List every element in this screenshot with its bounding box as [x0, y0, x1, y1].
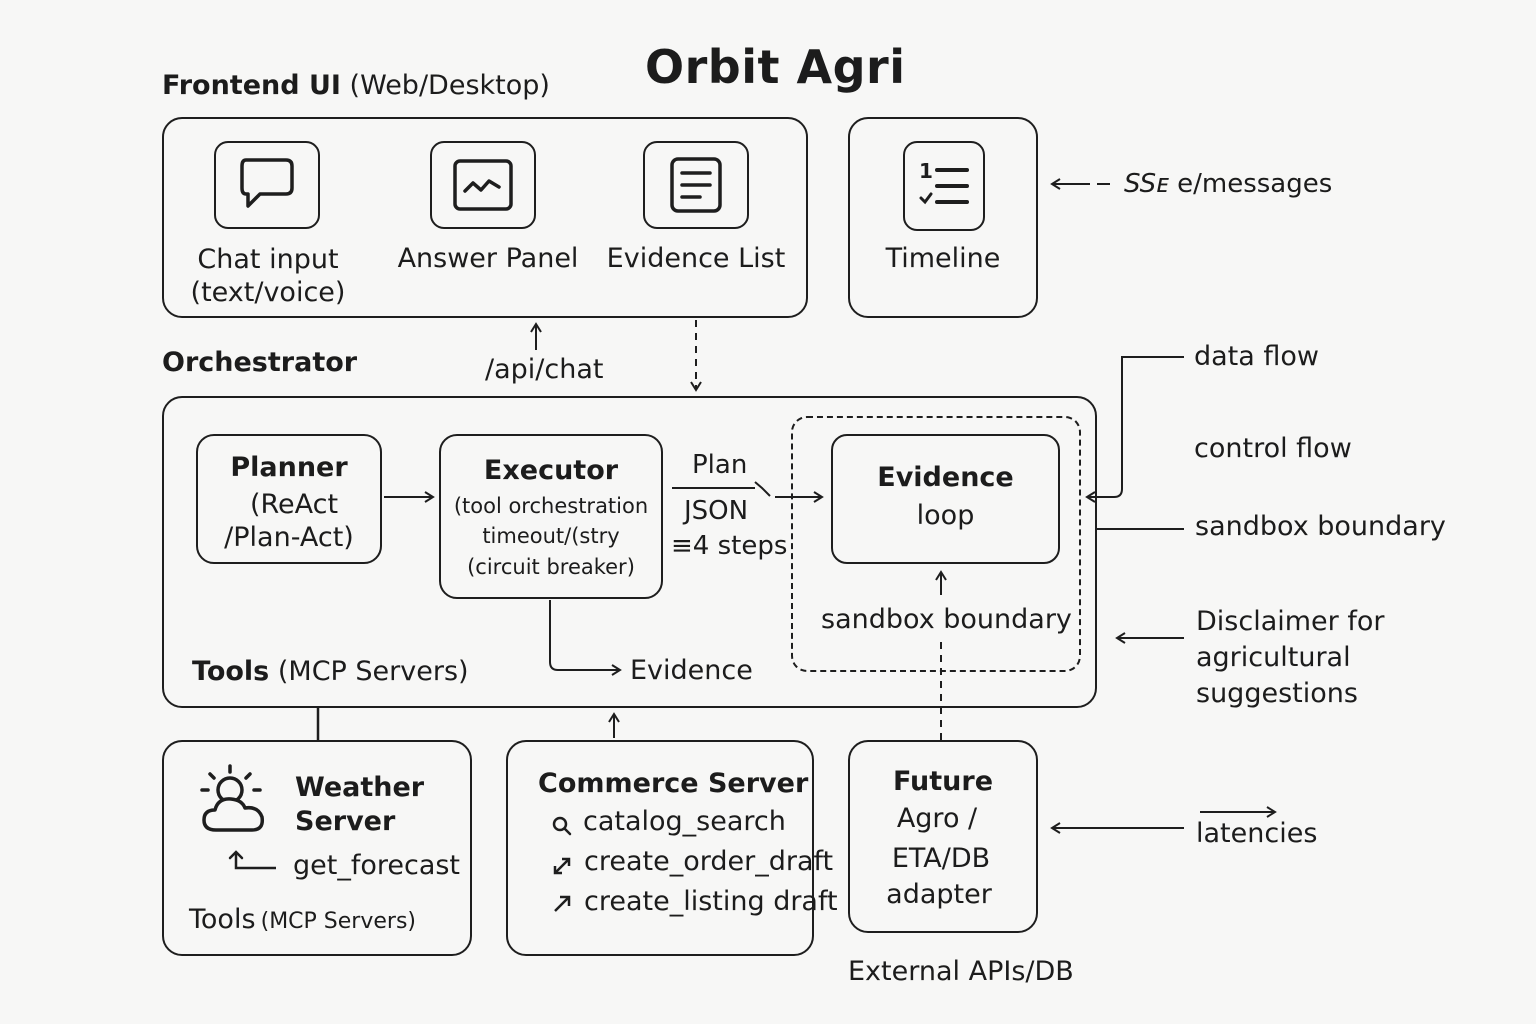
orchestrator-tools-label: Tools (MCP Servers): [192, 656, 469, 687]
steps-label: ≡4 steps: [671, 531, 788, 561]
diagonal-arrows-icon: [553, 857, 571, 875]
evidence-loop-title: Evidence: [877, 462, 1014, 493]
tools-rest: (MCP Servers): [277, 656, 469, 687]
commerce-server-box: [506, 740, 814, 956]
frontend-label-rest: (Web/Desktop): [349, 70, 550, 101]
timeline-box: [848, 117, 1038, 318]
legend-data-flow: data flow: [1194, 341, 1320, 372]
timeline-label: Timeline: [885, 243, 1001, 274]
weather-tools-bold: Tools: [189, 904, 256, 935]
future-adapter-box: [848, 740, 1038, 933]
plan-label: Plan: [692, 450, 748, 480]
planner-line2: /Plan-Act): [224, 522, 354, 553]
planner-title: Planner: [230, 452, 348, 483]
executor-line1: (tool orchestration: [453, 494, 649, 518]
frontend-section-label: Frontend UI (Web/Desktop): [162, 70, 550, 101]
sandbox-boundary-box: [791, 416, 1081, 672]
executor-line2: timeout/(stry: [482, 524, 620, 548]
return-arrow-icon: [228, 850, 276, 870]
svg-text:1: 1: [919, 159, 933, 183]
sse-suffix: e/messages: [1177, 169, 1333, 199]
evidence-loop-sub: loop: [916, 500, 975, 531]
data-flow-legend-line: [1085, 356, 1184, 503]
future-line2: ETA/DB: [891, 843, 991, 874]
tools-bold: Tools: [192, 656, 270, 687]
diagram-title: Orbit Agri: [645, 40, 906, 94]
planner-box: [196, 434, 382, 564]
weather-server-box: [162, 740, 472, 956]
evidence-loop-box: [831, 434, 1060, 564]
chat-input-tile: [214, 141, 320, 229]
evidence-list-label: Evidence List: [606, 243, 786, 274]
chart-line-icon: [453, 159, 513, 211]
search-icon: [552, 816, 572, 836]
weather-tools-rest: (MCP Servers): [260, 909, 416, 934]
evidence-list-tile: [643, 141, 749, 229]
json-label: JSON: [684, 496, 749, 526]
commerce-server-title: Commerce Server: [538, 768, 809, 799]
legend-sandbox-boundary: sandbox boundary: [1195, 511, 1446, 542]
legend-latencies: latencies: [1196, 818, 1318, 849]
planner-line1: (ReAct: [249, 489, 339, 520]
answer-panel-label: Answer Panel: [397, 243, 579, 274]
orchestrator-box: [162, 396, 1097, 708]
sse-messages-label: SSᴇ e/messages: [1124, 169, 1332, 199]
executor-box: [439, 434, 663, 599]
api-chat-label: /api/chat: [485, 354, 604, 385]
chat-input-label: Chat input (text/voice): [190, 244, 346, 308]
weather-tools-label: Tools (MCP Servers): [189, 904, 416, 935]
future-title: Future: [892, 766, 994, 797]
frontend-label-bold: Frontend UI: [162, 70, 341, 101]
answer-panel-tile: [430, 141, 536, 229]
chat-bubble-icon: [240, 158, 294, 208]
numbered-list-icon: 1: [919, 159, 969, 205]
sandbox-inner-label: sandbox boundary: [821, 604, 1072, 635]
timeline-tile: 1: [903, 141, 985, 231]
commerce-method-create-order-draft: create_order_draft: [584, 846, 834, 877]
future-line3: adapter: [886, 879, 992, 910]
frontend-box: [162, 117, 808, 318]
orchestrator-label: Orchestrator: [162, 347, 358, 378]
commerce-method-create-listing-draft: create_listing draft: [584, 886, 838, 917]
evidence-out-label: Evidence: [630, 655, 753, 686]
arrow-up-right-icon: [554, 895, 571, 912]
legend-control-flow: control flow: [1194, 433, 1352, 464]
legend-disclaimer: Disclaimer for agricultural suggestions: [1196, 606, 1385, 709]
document-list-icon: [670, 157, 722, 213]
weather-method-get-forecast: get_forecast: [293, 850, 461, 881]
sun-cloud-icon: [200, 764, 265, 832]
future-line1: Agro /: [896, 803, 978, 834]
commerce-method-catalog-search: catalog_search: [583, 806, 786, 837]
executor-line3: (circuit breaker): [467, 555, 635, 579]
sse-prefix: SSᴇ: [1124, 169, 1169, 199]
executor-title: Executor: [483, 455, 619, 486]
external-apis-label: External APIs/DB: [848, 956, 1074, 987]
weather-server-title: Weather Server: [295, 772, 425, 837]
